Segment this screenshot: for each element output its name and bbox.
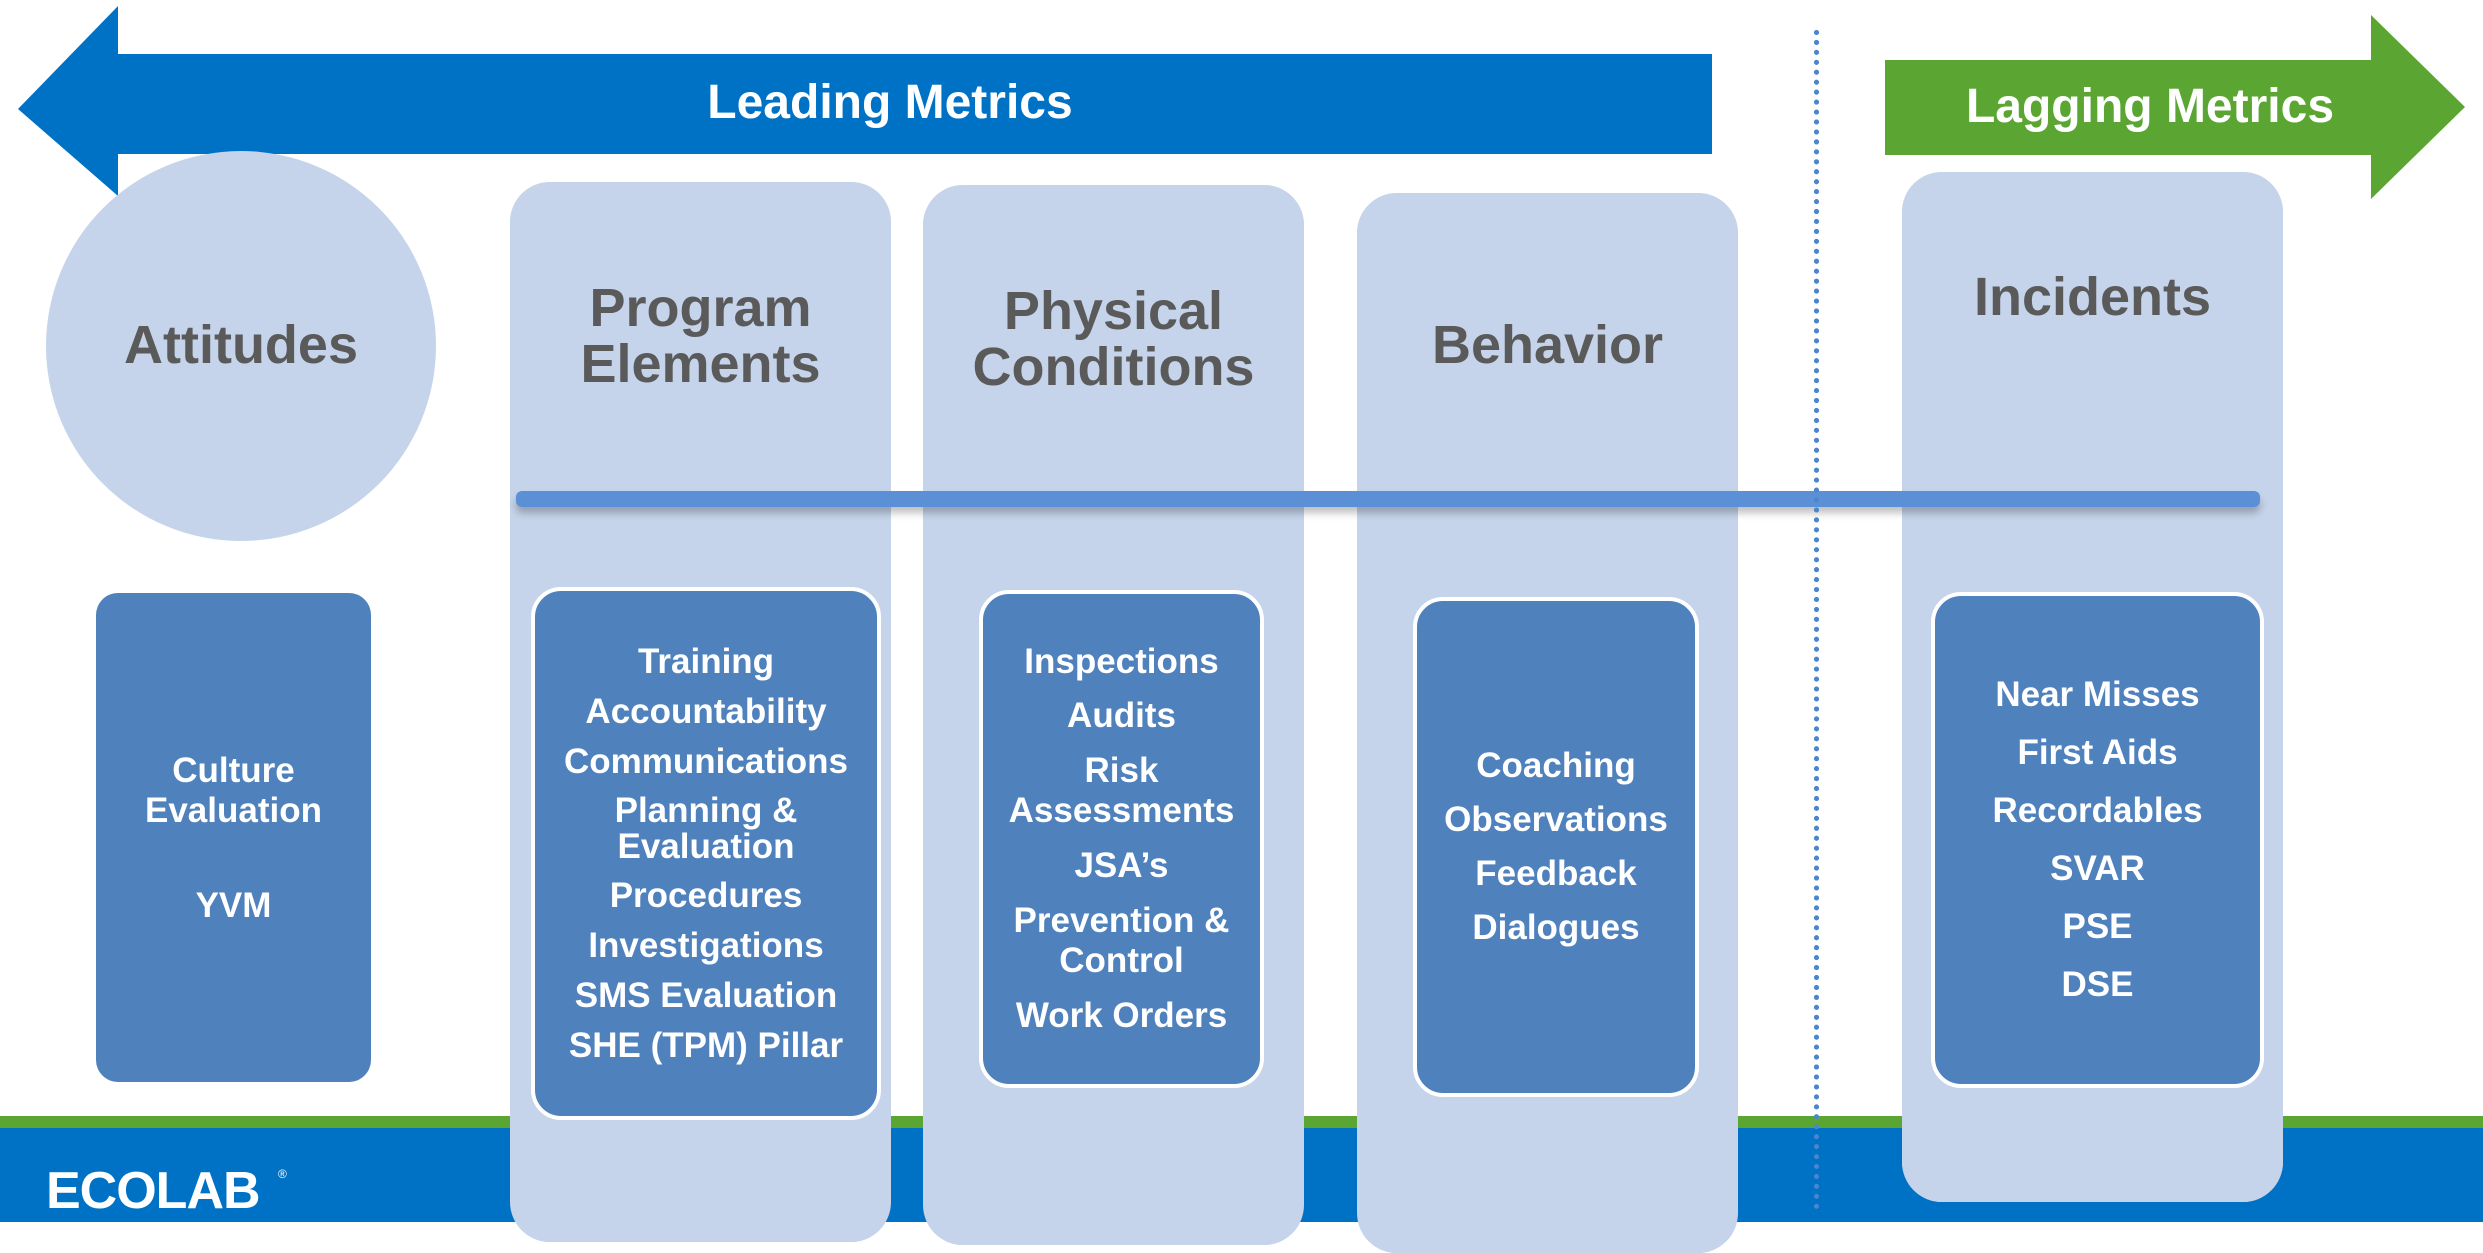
lagging-metrics-arrow [1885,15,2465,199]
program-item: Investigations [588,925,824,965]
incidents-item: Near Misses [1995,675,2200,714]
physical-item: Risk Assessments [1008,751,1235,830]
incidents-item: SVAR [2050,849,2145,888]
physical-conditions-title-overlay: Physical Conditions [923,281,1304,397]
physical-conditions-box: Inspections Audits Risk Assessments JSA’… [979,590,1264,1088]
program-elements-title-line1: Program [589,278,812,338]
program-item: Procedures [609,875,803,915]
incidents-box: Near Misses First Aids Recordables SVAR … [1931,592,2264,1088]
program-item: SMS Evaluation [574,975,838,1015]
leading-lagging-separator-overlay [1814,30,1819,1210]
incidents-item: PSE [2062,907,2133,946]
program-item: SHE (TPM) Pillar [568,1025,844,1065]
physical-item: Inspections [1024,642,1219,681]
program-elements-title-line2: Elements [580,334,821,394]
attitudes-box: Culture Evaluation YVM [96,593,371,1082]
program-elements-box: Training Accountability Communications P… [531,587,881,1120]
physical-item: Prevention & Control [1013,901,1230,980]
attitudes-item: YVM [195,885,272,925]
behavior-box: Coaching Observations Feedback Dialogues [1413,597,1699,1097]
program-elements-title-overlay: Program Elements [510,278,891,394]
incidents-item: DSE [2061,965,2134,1004]
leading-metrics-arrow [18,6,1712,196]
program-item: Planning & Evaluation [614,790,798,866]
behavior-title-overlay: Behavior [1431,315,1664,375]
attitudes-circle [46,151,436,541]
physical-conditions-title-line1: Physical [1003,281,1224,341]
program-item: Communications [564,741,848,781]
attitudes-item: Culture Evaluation [145,750,322,830]
attitudes-title: Attitudes [124,315,358,375]
incidents-item: First Aids [2017,733,2178,772]
physical-item: Work Orders [1015,996,1228,1035]
incidents-item: Recordables [1992,791,2203,830]
horizontal-divider [516,491,2260,507]
behavior-item: Feedback [1475,854,1637,893]
program-item: Accountability [585,691,827,731]
lagging-metrics-label: Lagging Metrics [1965,80,2335,133]
incidents-title-overlay: Incidents [1973,267,2212,327]
behavior-item: Observations [1444,800,1668,839]
physical-conditions-title-line2: Conditions [972,337,1255,397]
behavior-item: Coaching [1476,746,1636,785]
leading-metrics-label: Leading Metrics [707,76,1073,129]
physical-item: Audits [1067,696,1176,735]
behavior-item: Dialogues [1472,908,1640,947]
physical-item: JSA’s [1074,846,1169,885]
svg-text:®: ® [278,1167,287,1181]
program-item: Training [637,641,775,681]
ecolab-logo: ECOLAB ® [46,1160,296,1220]
svg-text:ECOLAB: ECOLAB [46,1162,260,1216]
